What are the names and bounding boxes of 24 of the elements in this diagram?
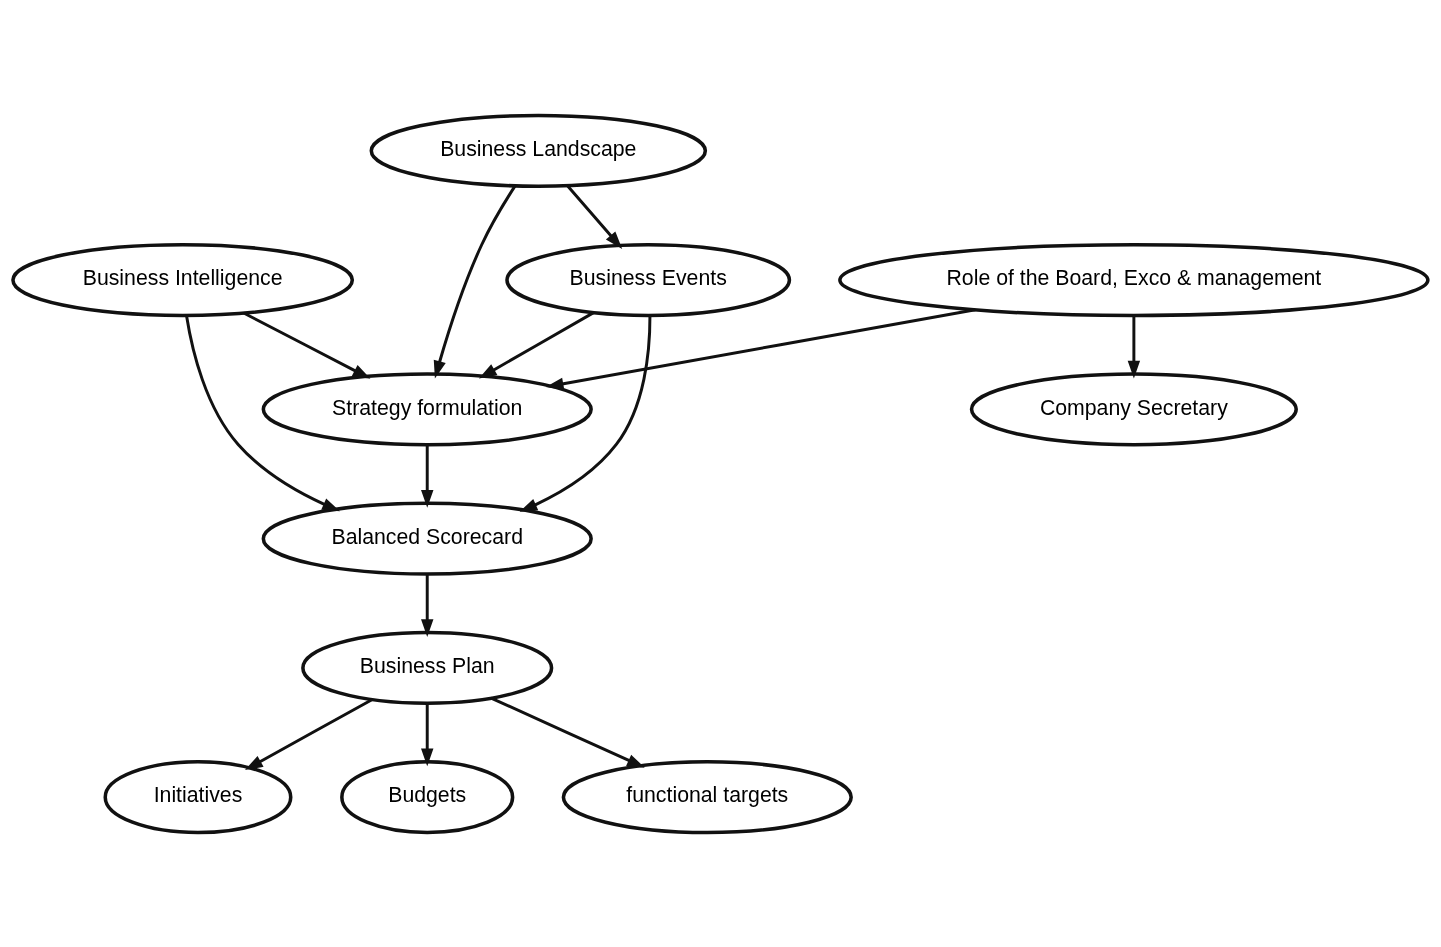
arrow (185, 314, 340, 511)
arrow (519, 314, 652, 512)
node-ellipse: Business Landscape (369, 113, 708, 188)
arrow (421, 444, 434, 508)
arrow (1127, 314, 1141, 379)
node-ellipse: Strategy formulation (261, 371, 593, 446)
arrow (566, 184, 623, 249)
node-ellipse: Business Intelligence (11, 242, 355, 317)
arrow (421, 702, 434, 766)
node-ellipse: Initiatives (103, 759, 293, 834)
node-ellipse: Balanced Scorecard (261, 501, 593, 576)
arrow (490, 696, 645, 768)
arrow (545, 307, 976, 390)
arrow (245, 697, 374, 770)
node-ellipse: Business Events (505, 242, 792, 317)
arrow (433, 184, 517, 378)
node-ellipse: functional targets (561, 759, 853, 834)
arrow (421, 573, 434, 637)
node-ellipse: Company Secretary (969, 371, 1298, 446)
node-ellipse: Budgets (340, 759, 515, 834)
arrow (243, 311, 371, 379)
node-ellipse: Business Plan (301, 630, 554, 705)
arrow (478, 310, 595, 378)
node-ellipse: Role of the Board, Exco & management (838, 242, 1430, 317)
